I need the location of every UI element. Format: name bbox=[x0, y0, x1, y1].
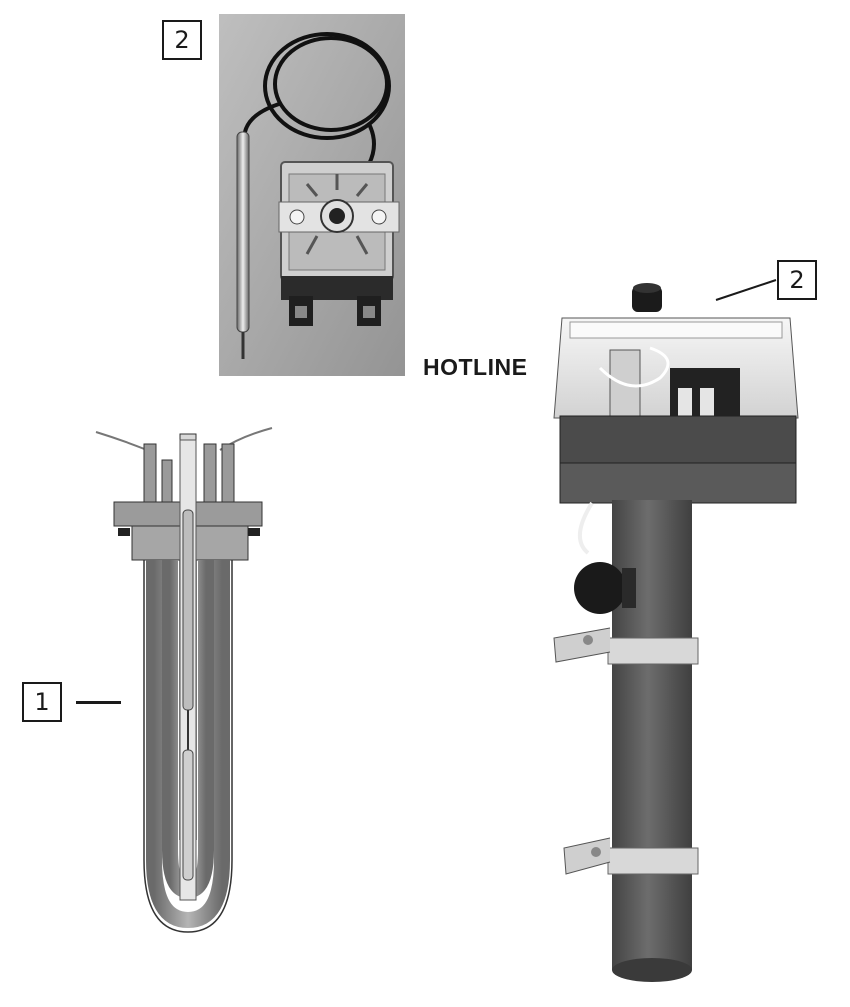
sensing-bulb bbox=[236, 131, 250, 333]
callout-thermostat-unit: 2 bbox=[777, 260, 817, 300]
temperature-knob bbox=[632, 283, 662, 312]
heating-element-diagram bbox=[92, 420, 282, 940]
capillary-tube bbox=[243, 32, 391, 165]
thermostat-photo bbox=[219, 14, 405, 376]
hotline-heater-unit bbox=[540, 278, 810, 998]
thermostat-body bbox=[278, 161, 400, 326]
callout-thermostat-photo: 2 bbox=[162, 20, 202, 60]
callout-heating-element-leader bbox=[76, 701, 121, 704]
product-label: HOTLINE bbox=[423, 354, 528, 380]
mounting-brackets bbox=[553, 627, 699, 875]
callout-heating-element: 1 bbox=[22, 682, 62, 722]
side-control-dial bbox=[574, 562, 636, 614]
